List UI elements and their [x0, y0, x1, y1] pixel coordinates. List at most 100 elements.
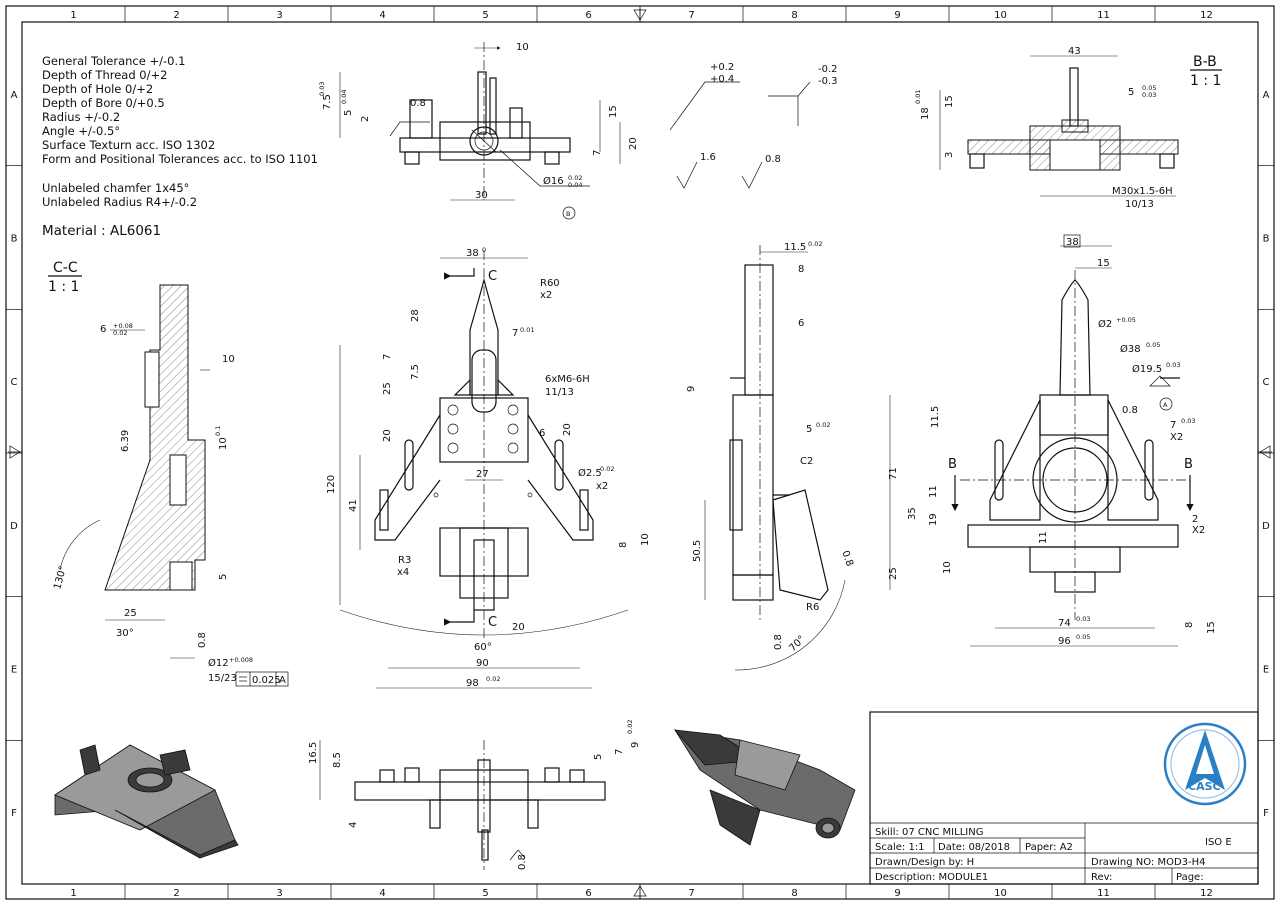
drawing-number-field: Drawing NO: MOD3-H4: [1091, 857, 1206, 868]
skill-field: Skill: 07 CNC MILLING: [875, 827, 983, 838]
dim-label: 0.05: [1142, 84, 1156, 92]
page-field: Page:: [1176, 872, 1204, 883]
dim-label: 20: [562, 423, 573, 436]
dim-label: M30x1.5-6H: [1112, 186, 1173, 197]
dim-label: 15: [944, 95, 955, 108]
dim-label: 6: [100, 324, 106, 335]
dim-label: 7: [1170, 420, 1176, 431]
dim-label: 11.5: [930, 406, 941, 428]
dim-label: 30: [475, 190, 488, 201]
note-line: Depth of Thread 0/+2: [42, 68, 167, 82]
dim-label: 98: [466, 678, 479, 689]
date-field: Date: 08/2018: [938, 842, 1010, 853]
note-line: Depth of Hole 0/+2: [42, 82, 153, 96]
dim-label: 5: [806, 424, 812, 435]
dim-label: 3: [944, 152, 955, 158]
dim-label: 0.02: [113, 329, 127, 337]
grid-row-label: D: [10, 521, 18, 532]
dim-label: 8.5: [332, 752, 343, 768]
section-name: C-C: [53, 260, 78, 276]
dim-label: 0.03: [1181, 417, 1195, 425]
dim-label: 7: [512, 328, 518, 339]
grid-column-label: 3: [276, 888, 282, 899]
grid-column-label: 5: [482, 888, 488, 899]
dim-label: -0.2: [818, 64, 838, 75]
dim-label: 11: [1038, 531, 1049, 544]
grid-column-label: 9: [894, 10, 900, 21]
grid-row-label: F: [11, 808, 17, 819]
title-block: Skill: 07 CNC MILLING ISO E Scale: 1:1 D…: [869, 711, 1259, 885]
dim-label: 38: [1066, 237, 1079, 248]
grid-column-label: 8: [791, 888, 797, 899]
right-view: 38 15 Ø2 +0.05 Ø38 0.05 Ø19.5 0.03 0.8 A…: [888, 234, 1217, 647]
dim-label: 0.03: [318, 82, 326, 96]
dim-label: 20: [382, 429, 393, 442]
section-scale: 1 : 1: [1190, 73, 1221, 89]
dim-label: x2: [540, 290, 552, 301]
grid-column-label: 10: [994, 10, 1007, 21]
section-cut-label: C: [488, 269, 497, 284]
dim-label: 5: [343, 110, 354, 116]
paper-field: Paper: A2: [1025, 842, 1073, 853]
section-scale: 1 : 1: [48, 279, 79, 295]
dim-label: 9: [686, 386, 697, 392]
grid-row-label: B: [1263, 234, 1270, 245]
description-field: Description: MODULE1: [875, 872, 988, 883]
material-label: Material : AL6061: [42, 223, 161, 239]
dim-label: 130°: [52, 565, 69, 591]
dim-label: 6.39: [120, 430, 131, 452]
dim-label: 50.5: [692, 540, 703, 562]
dim-label: 41: [348, 499, 359, 512]
dim-label: 10: [942, 561, 953, 574]
dim-label: 0.01: [914, 90, 922, 104]
grid-column-label: 6: [585, 888, 591, 899]
dim-label: 70°: [787, 634, 807, 654]
grid-row-label: A: [11, 90, 18, 101]
grid-column-label: 2: [173, 888, 179, 899]
dim-label: R6: [806, 602, 819, 613]
dim-label: 2: [1192, 514, 1198, 525]
grid-row-label: B: [11, 234, 18, 245]
grid-column-label: 4: [379, 888, 385, 899]
dim-label: 0.8: [773, 634, 784, 650]
dim-label: 11: [928, 485, 939, 498]
grid-row-label: E: [11, 665, 17, 676]
dim-label: 0.025: [252, 675, 281, 686]
radius-note: Unlabeled Radius R4+/-0.2: [42, 195, 197, 209]
dim-label: 120: [326, 475, 337, 494]
dim-label: 8: [618, 542, 629, 548]
dim-label: 15: [1206, 621, 1217, 634]
dim-label: X2: [1192, 525, 1205, 536]
dim-label: -0.3: [818, 76, 838, 87]
datum-label: B: [566, 210, 570, 218]
centering-marks: [8, 8, 1272, 898]
dim-label: 0.04: [568, 181, 582, 189]
section-cc-view: C-C 1 : 1 6 +0.08 0.02 10 6.39 10 0.1 13…: [48, 260, 289, 687]
dim-label: 0.03: [1076, 615, 1090, 623]
dim-label: 0.02: [816, 421, 830, 429]
isometric-render-right: [674, 729, 856, 846]
grid-row-label: D: [1262, 521, 1270, 532]
dim-label: 0.8: [839, 549, 855, 568]
top-view: 10 7.5 0.03 5 0.04 2 0.8 15 7 20 30 Ø16 …: [318, 42, 639, 220]
dim-label: 28: [410, 309, 421, 322]
grid-column-label: 6: [585, 10, 591, 21]
grid-column-label: 7: [688, 10, 694, 21]
dim-label: 0.8: [410, 98, 426, 109]
dim-label: 16.5: [308, 742, 319, 764]
iso-field: ISO E: [1205, 837, 1232, 848]
dim-label: x4: [397, 567, 409, 578]
dim-label: 15: [1097, 258, 1110, 269]
dim-label: 20: [512, 622, 525, 633]
dim-label: 0.02: [626, 720, 634, 734]
dim-label: Ø12: [208, 657, 229, 669]
dim-label: A: [279, 675, 286, 686]
note-line: Depth of Bore 0/+0.5: [42, 96, 165, 110]
grid-column-label: 8: [791, 10, 797, 21]
casc-logo: CASC: [1163, 722, 1247, 806]
section-cut-label: C: [488, 615, 497, 630]
dim-label: 0.03: [1166, 361, 1180, 369]
grid-row-label: A: [1263, 90, 1270, 101]
